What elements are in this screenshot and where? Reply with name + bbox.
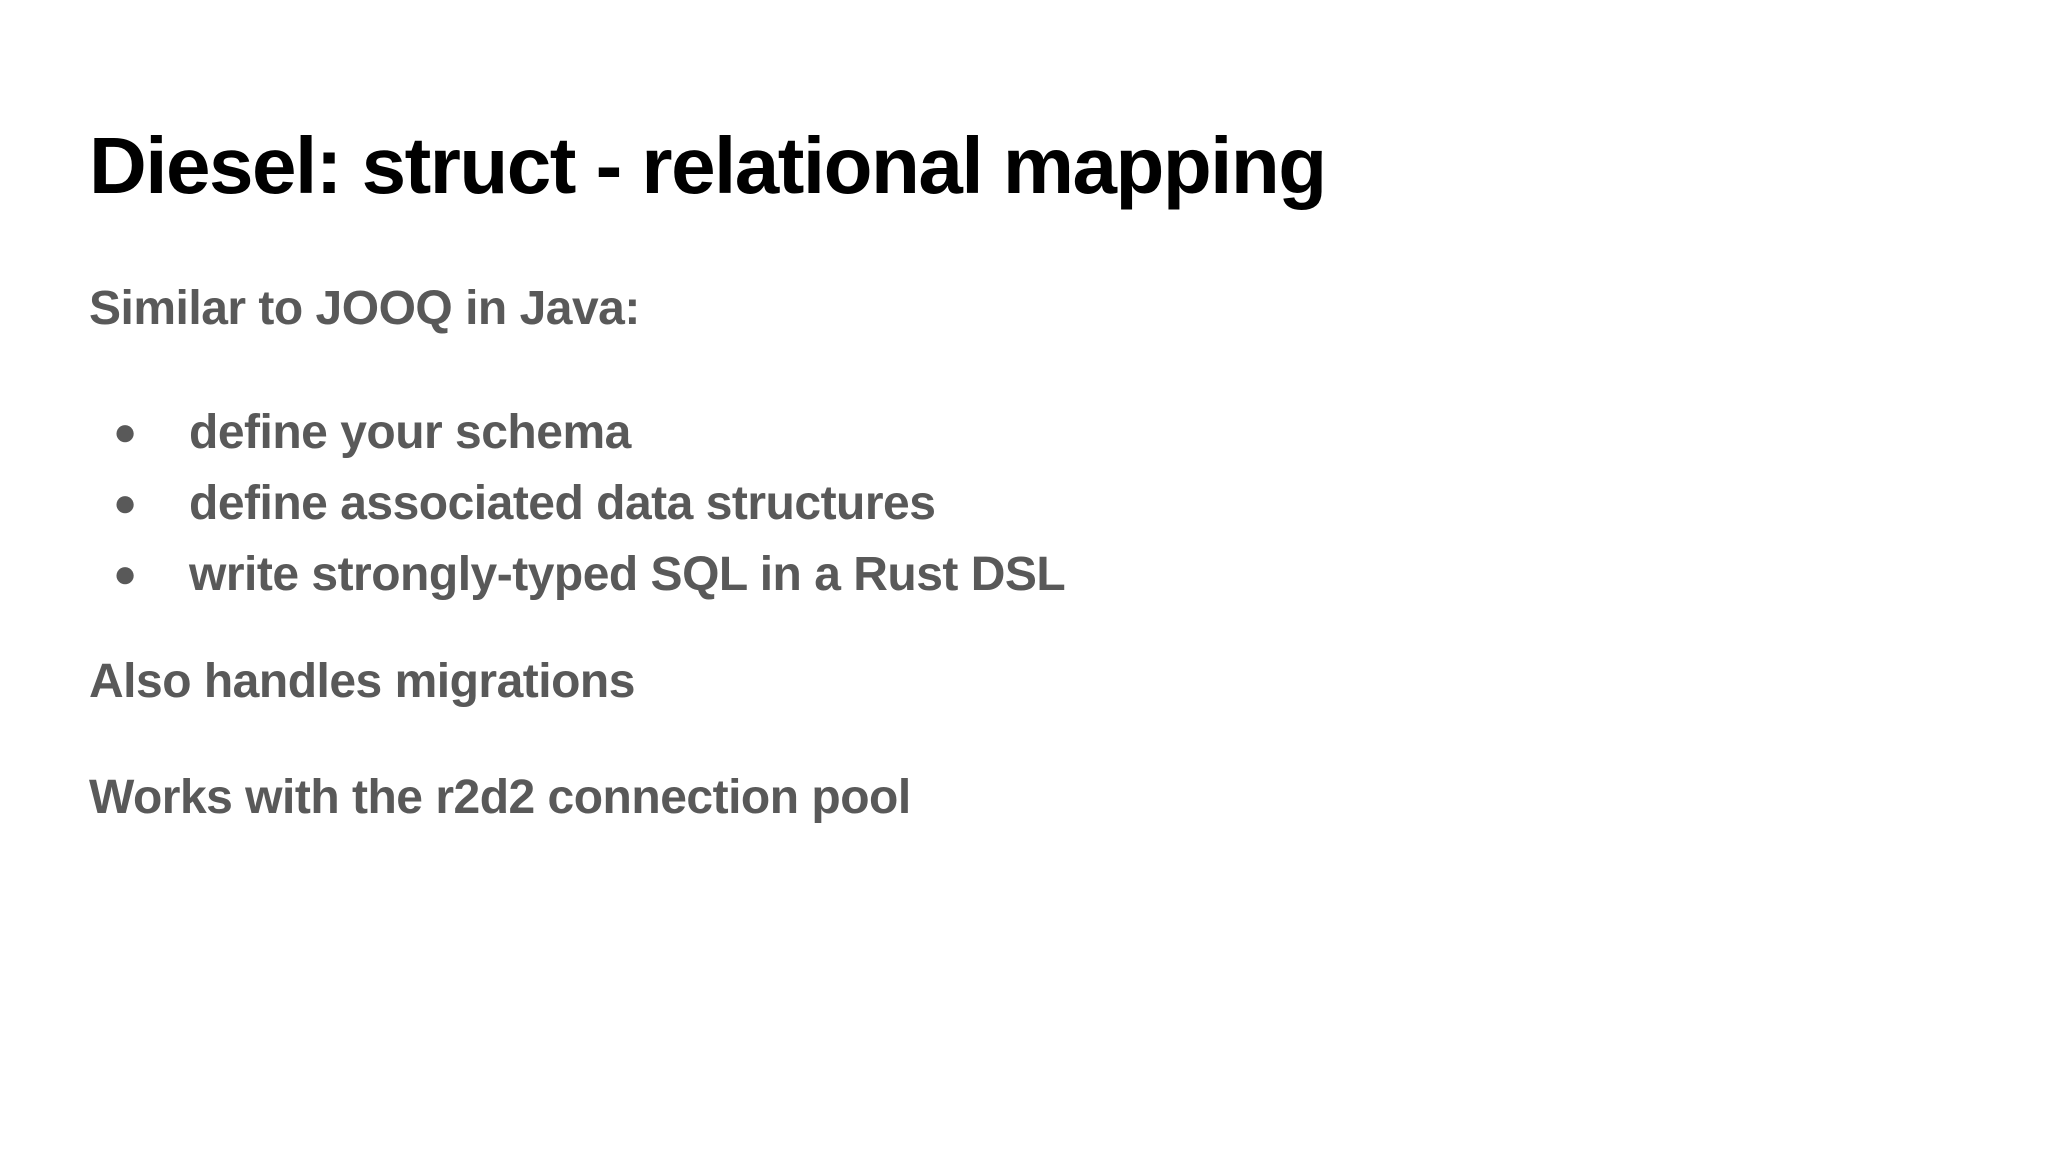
bullet-item: ● define associated data structures <box>89 468 1065 539</box>
bullet-dot-icon: ● <box>113 410 137 454</box>
bullet-dot-icon: ● <box>113 552 137 596</box>
bullet-item: ● write strongly-typed SQL in a Rust DSL <box>89 539 1066 610</box>
bullet-text: define associated data structures <box>189 477 936 530</box>
connection-pool-text: Works with the r2d2 connection pool <box>89 771 911 824</box>
bullet-dot-icon: ● <box>113 481 137 525</box>
bullet-item: ● define your schema <box>89 397 1065 468</box>
slide-title: Diesel: struct - relational mapping <box>89 121 1327 210</box>
bullet-text: define your schema <box>189 406 631 459</box>
bullet-list: ● define your schema ● define associated… <box>89 397 1066 610</box>
migrations-text: Also handles migrations <box>89 655 635 708</box>
bullet-text: write strongly-typed SQL in a Rust DSL <box>189 548 1066 601</box>
intro-text: Similar to JOOQ in Java: <box>89 282 640 335</box>
